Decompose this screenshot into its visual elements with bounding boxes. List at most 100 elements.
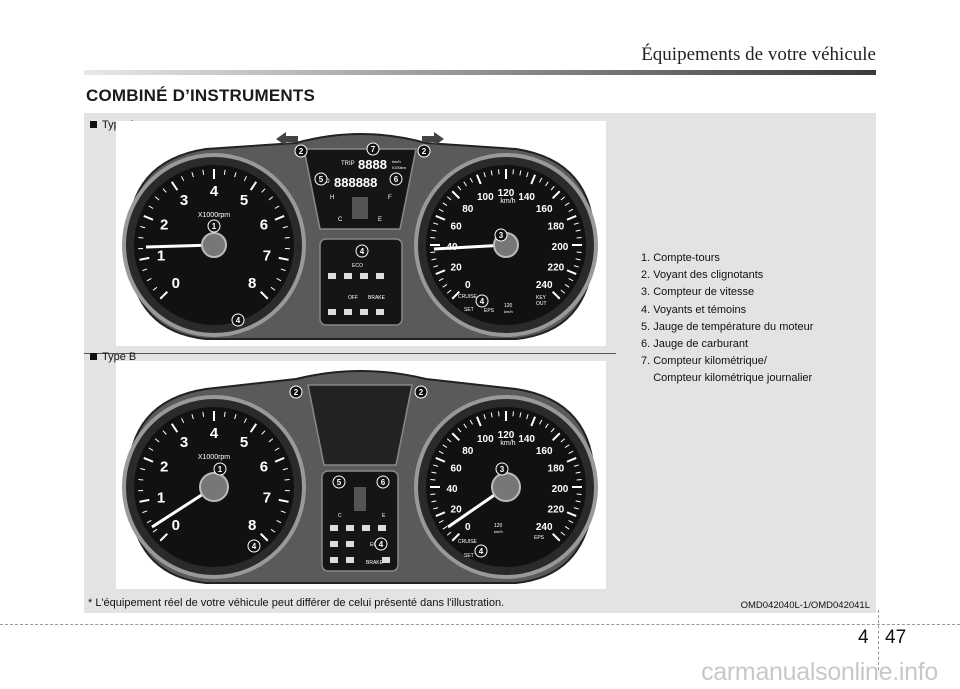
speed-b-number: 140 (518, 434, 535, 445)
tach-a-number: 5 (240, 192, 248, 209)
section-title: COMBINÉ D’INSTRUMENTS (86, 86, 315, 105)
temp-c-a: C (338, 217, 343, 223)
tach-b-tick (261, 430, 266, 435)
speed-b-tick (575, 471, 581, 474)
tach-b-number: 0 (172, 517, 180, 534)
speed-b-tick (435, 456, 446, 463)
legend-item: 1. Compte-tours (641, 252, 720, 264)
speed-a-tick (550, 185, 555, 191)
legend-item: 3. Compteur de vitesse (641, 286, 755, 299)
tach-b-tick (278, 498, 289, 503)
tach-unit-b: X1000rpm (198, 454, 230, 461)
speed-b-tick (530, 416, 537, 427)
off-label-a: OFF (348, 295, 358, 301)
eco-label-a: ECO (352, 263, 363, 269)
speed-b-number: 60 (451, 463, 463, 474)
tach-a-tick (259, 290, 269, 300)
speed-a-tick (446, 196, 452, 201)
callout-tach-b: 1 (218, 465, 223, 474)
speed-b-tick (433, 464, 439, 467)
tach-b-number: 6 (260, 458, 268, 475)
eps-label-b: EPS (534, 535, 545, 541)
speed-b-tick (545, 423, 549, 429)
speed-limit-unit-b: km/h (494, 529, 503, 534)
callout-turn-left-a: 2 (299, 147, 304, 156)
tach-b-tick (146, 520, 152, 524)
car-icon (376, 309, 384, 315)
speed-b-number: 0 (465, 522, 471, 533)
speed-a-tick (575, 229, 581, 232)
speed-a-number: 80 (462, 204, 474, 215)
speed-b-tick (573, 464, 579, 467)
speed-limit-a: 120 (504, 303, 513, 309)
tach-b-tick (154, 438, 160, 443)
tach-b-tick (140, 468, 146, 471)
figure-footnote: * L'équipement réel de votre véhicule pe… (88, 597, 505, 609)
speed-a-tick (438, 208, 444, 212)
speed-b-tick (566, 511, 577, 518)
light-icon (360, 309, 368, 315)
speed-b-tick (446, 531, 452, 536)
tach-a-tick (181, 176, 185, 182)
seatbelt-icon (346, 525, 354, 531)
tach-a-tick (274, 205, 280, 209)
tach-b-tick (181, 418, 185, 424)
cruise-label-a: CRUISE (458, 294, 478, 300)
legend-item: 6. Jauge de carburant (641, 338, 749, 351)
speed-a-tick (442, 202, 448, 206)
speed-a-tick (568, 208, 574, 212)
speed-a-tick (560, 196, 566, 201)
tach-a-tick (268, 196, 274, 201)
tach-b-tick (280, 510, 286, 514)
tach-a-number: 0 (172, 275, 180, 292)
speed-a-tick (575, 258, 581, 261)
speed-b-tick (526, 414, 529, 420)
car-icon (346, 557, 354, 563)
warning-panel-a (319, 238, 403, 326)
trip-label-a: TRIP (341, 161, 355, 167)
tach-a-tick (280, 268, 286, 272)
speed-a-number: 0 (465, 280, 471, 291)
light-icon (330, 557, 338, 563)
tach-b-tick (223, 411, 226, 417)
speed-b-tick (560, 531, 566, 536)
callout-tach-warn-b: 4 (252, 542, 257, 551)
callout-center-warn-a: 4 (360, 247, 365, 256)
speed-b-number: 40 (446, 484, 458, 495)
tach-a-tick (234, 172, 237, 178)
tach-a-number: 3 (180, 192, 188, 209)
speed-limit-b: 120 (494, 523, 503, 529)
brake-label-b: BRAKE (366, 560, 384, 566)
speed-b-tick (442, 526, 448, 530)
odo-digits-a: 888888 (334, 175, 377, 190)
tach-a-tick (162, 188, 167, 193)
speed-a-tick (566, 269, 577, 276)
speed-b-number: 120 (498, 430, 515, 441)
speed-b-tick (551, 432, 561, 442)
tach-b-tick (243, 418, 247, 424)
speed-b-tick (539, 419, 543, 425)
speed-a-tick (564, 284, 570, 288)
tach-a-tick (276, 278, 282, 282)
set-label-a: SET (464, 307, 474, 313)
tach-b-tick (148, 447, 154, 451)
speed-b-tick (451, 432, 461, 442)
seatbelt-icon (344, 273, 352, 279)
speed-b-tick (438, 520, 444, 524)
tach-a-tick (282, 226, 288, 229)
speed-a-tick (526, 172, 529, 178)
tach-a-tick (146, 278, 152, 282)
legend-item: 7. Compteur kilométrique/ (641, 355, 767, 368)
tach-a-tick (278, 256, 289, 261)
speed-b-tick (438, 450, 444, 454)
esc-icon (344, 309, 352, 315)
tach-a-number: 7 (263, 248, 271, 265)
speed-a-number: 160 (536, 204, 553, 215)
tach-b-tick (268, 438, 274, 443)
speed-a-number: 180 (548, 221, 565, 232)
chapter-title: Équipements de votre véhicule (641, 44, 876, 65)
speed-b-tick (564, 526, 570, 530)
